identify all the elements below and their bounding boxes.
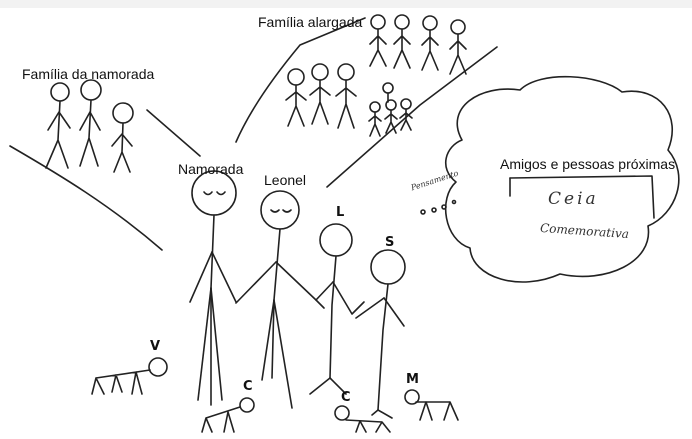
thought-bubble-cloud bbox=[444, 75, 680, 283]
letter-l: L bbox=[336, 205, 345, 220]
extended-family-front-row bbox=[285, 63, 357, 129]
girlfriend-figure bbox=[189, 170, 237, 406]
letter-c-left: C bbox=[243, 379, 253, 394]
leonel-figure bbox=[235, 190, 317, 409]
dog-c-left bbox=[201, 397, 255, 433]
scan-edge bbox=[0, 0, 692, 8]
extended-family-back-row bbox=[369, 14, 467, 75]
label-girlfriend: Namorada bbox=[178, 161, 244, 177]
figure-l bbox=[309, 223, 365, 395]
zone-dividers bbox=[9, 17, 498, 251]
thought-dots bbox=[420, 199, 457, 215]
label-extended-family: Família alargada bbox=[258, 14, 363, 30]
label-leonel: Leonel bbox=[264, 172, 307, 188]
letter-v: V bbox=[150, 339, 161, 354]
letter-s: S bbox=[385, 235, 395, 250]
dog-v bbox=[91, 357, 168, 395]
dog-m bbox=[404, 389, 459, 421]
handwritten-ceia: Ceia bbox=[548, 189, 599, 209]
label-friends: Amigos e pessoas próximas bbox=[500, 156, 676, 172]
extended-family-children bbox=[368, 82, 413, 137]
label-girlfriend-family: Família da namorada bbox=[22, 66, 155, 82]
banner-underline bbox=[509, 175, 655, 219]
dog-c-middle bbox=[334, 405, 391, 433]
figure-s bbox=[355, 249, 406, 419]
girlfriend-family-figures bbox=[45, 79, 134, 173]
letter-m: M bbox=[406, 372, 419, 387]
letter-c-middle: C bbox=[341, 390, 351, 405]
